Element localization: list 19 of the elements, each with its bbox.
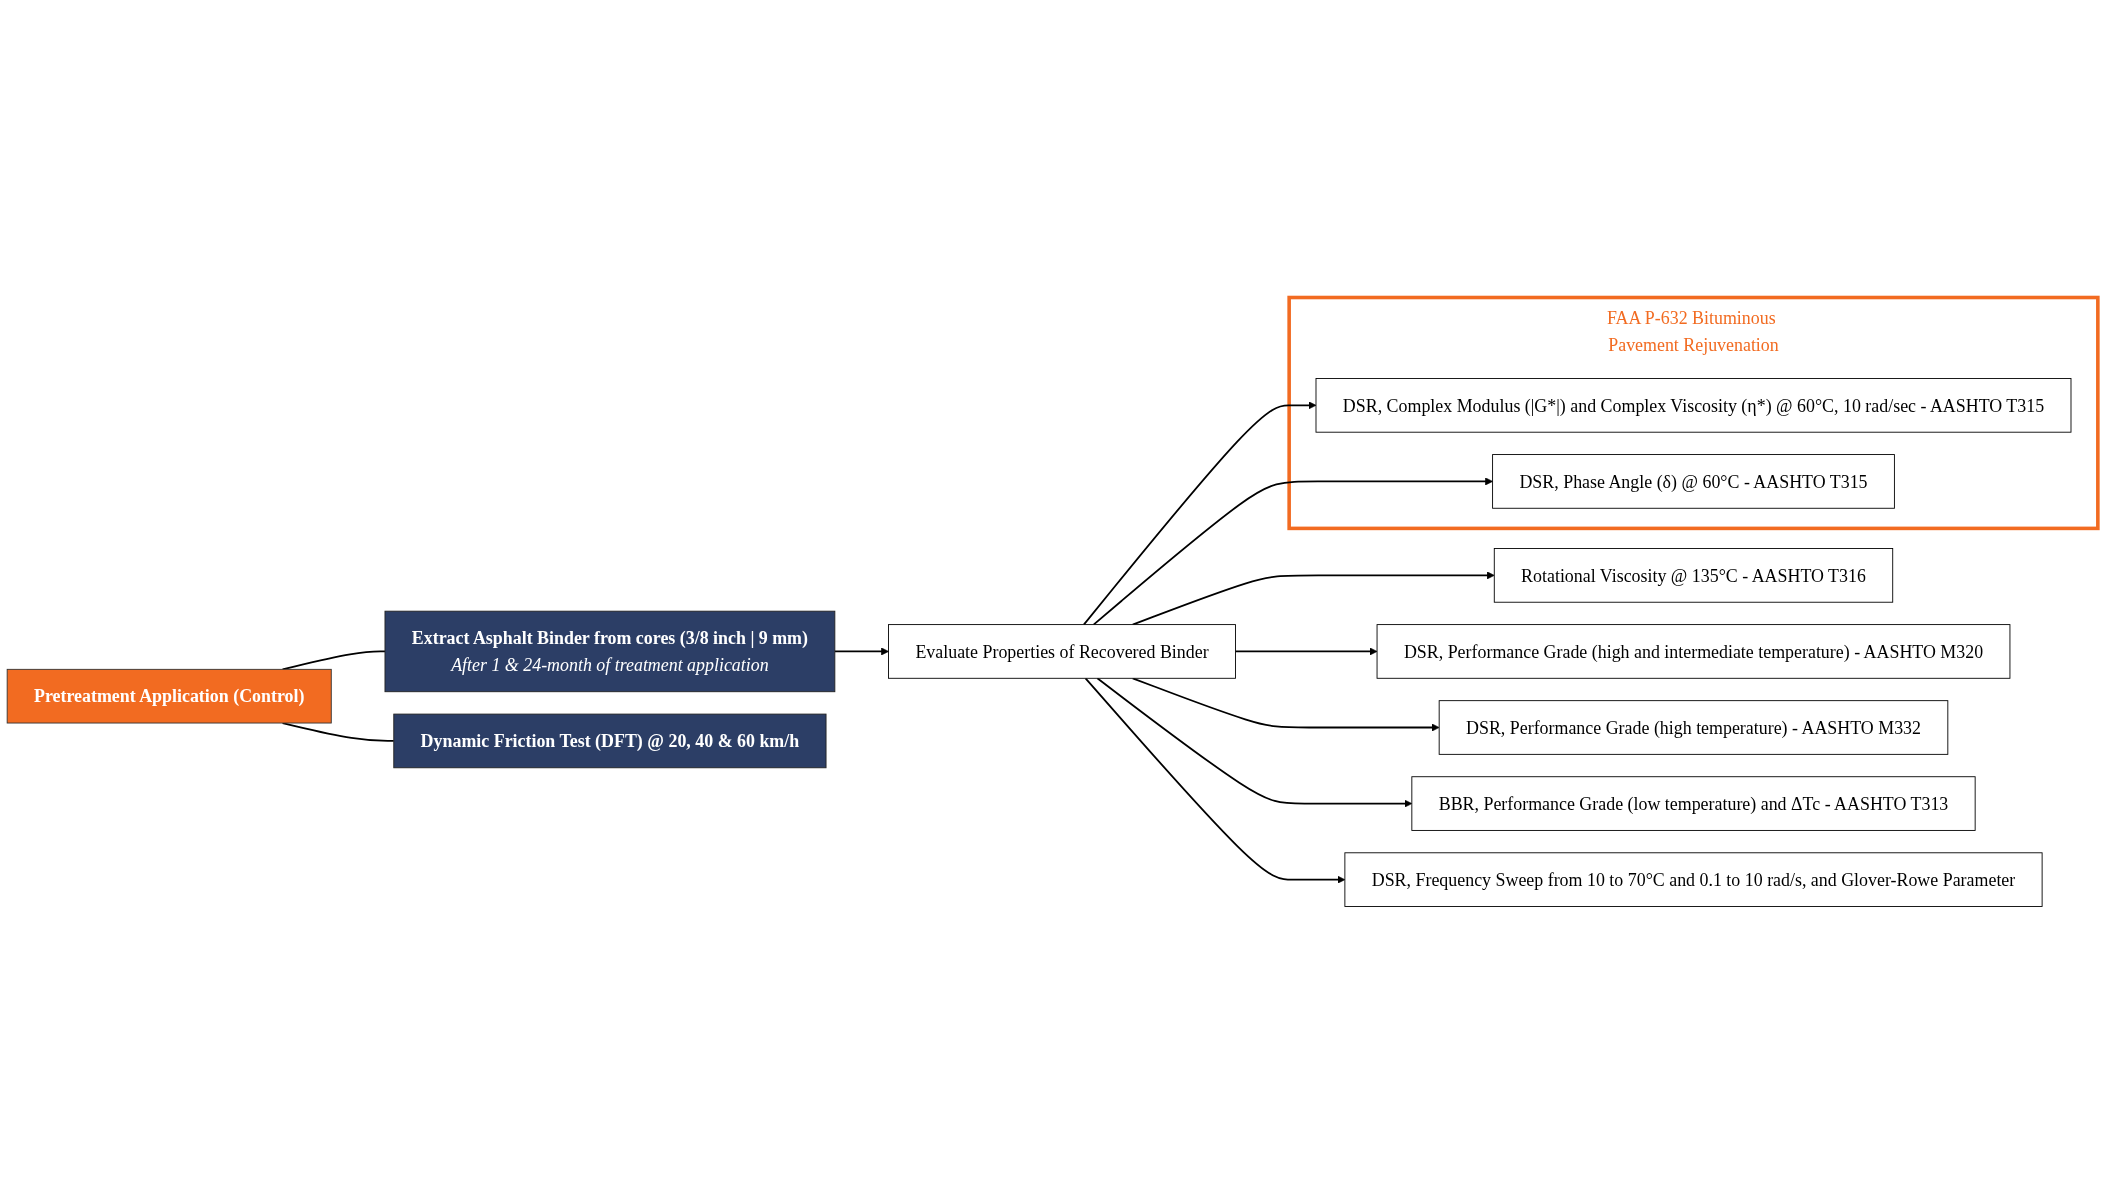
arrow	[1092, 477, 1493, 626]
arrow	[833, 647, 889, 656]
node-box: Rotational Viscosity @ 135°C - AASHTO T316	[1493, 548, 1894, 603]
arrow	[1234, 647, 1378, 656]
node-box: DSR, Phase Angle (δ) @ 60°C - AASHTO T315	[1492, 454, 1895, 509]
arrow	[1131, 677, 1440, 732]
node-box: Pretreatment Application (Control)	[6, 668, 332, 724]
node-box: Dynamic Friction Test (DFT) @ 20, 40 & 60 km/h	[393, 713, 827, 769]
arrow	[1131, 571, 1495, 626]
arrow	[1082, 401, 1317, 626]
node-box: Extract Asphalt Binder from cores (3/8 inch | 9 mm) After 1 & 24-month of treatment application	[384, 610, 836, 693]
arrow	[1084, 677, 1346, 884]
node-box: DSR, Performance Grade (high temperature) - AASHTO M332	[1438, 700, 1949, 755]
node-box: Evaluate Properties of Recovered Binder	[888, 624, 1236, 679]
node-box: DSR, Performance Grade (high and intermediate temperature) - AASHTO M320	[1376, 624, 2011, 679]
node-box: DSR, Frequency Sweep from 10 to 70°C and 0.1 to 10 rad/s, and Glover-Rowe Parameter	[1344, 852, 2043, 907]
node-box: DSR, Complex Modulus (|G*|) and Complex Viscosity (η*) @ 60°C, 10 rad/sec - AASHTO T315	[1315, 378, 2072, 433]
arrow	[1096, 677, 1413, 808]
node-box: BBR, Performance Grade (low temperature) and ΔTc - AASHTO T313	[1411, 776, 1976, 831]
